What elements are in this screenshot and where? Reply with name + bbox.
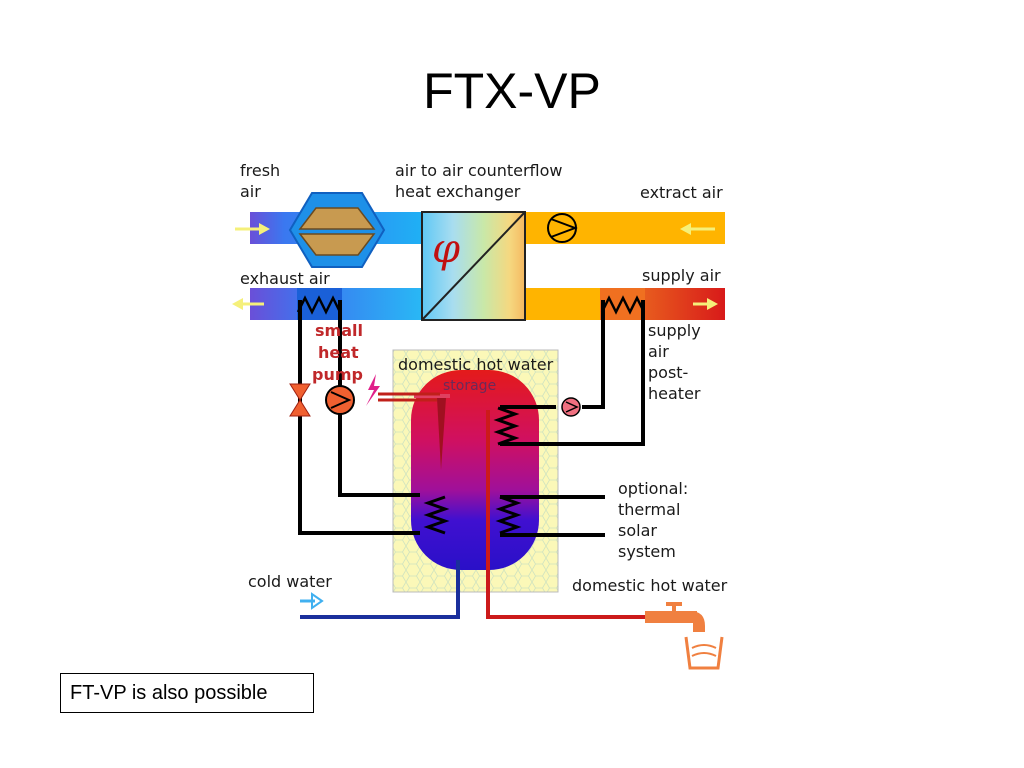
cold-water-pipe [300,560,460,619]
label-solar-system: thermal [618,500,680,519]
label-heat-exchanger: heat exchanger [395,182,521,201]
label-heat-pump: pump [312,365,363,384]
label-storage: domestic hot water [398,355,554,374]
heating-coil-icon [600,295,646,315]
label-solar-system: system [618,542,676,561]
heat-pump-compressor-icon [325,385,355,415]
label-heat-pump: heat [318,343,359,362]
slide-title: FTX-VP [423,63,601,119]
label-cold-water: cold water [248,572,332,591]
fan-icon [547,213,578,243]
supply-air-duct [525,288,600,320]
label-heat-exchanger: air to air counterflow [395,161,563,180]
exhaust-air-arrow [232,298,264,310]
label-solar-system: solar [618,521,657,540]
supply-air-arrow [693,298,718,310]
note-box: FT-VP is also possible [60,673,314,713]
label-solar-system: optional: [618,479,688,498]
label-post-heater: air [648,342,669,361]
label-heat-pump: small [315,321,363,340]
extract-air-arrow [680,223,715,235]
label-post-heater: post- [648,363,688,382]
label-fresh-air: fresh [240,161,280,180]
electric-heater-icon [366,374,440,406]
heating-coil-icon [493,406,520,446]
heating-coil-icon [423,495,450,535]
label-supply-air: supply air [642,266,721,285]
label-storage: storage [443,378,496,394]
expansion-valve-icon [289,383,311,417]
label-exhaust-air: exhaust air [240,269,330,288]
label-post-heater: supply [648,321,701,340]
circulation-pump-icon [561,397,581,417]
efficiency-symbol: φ [432,226,460,272]
label-post-heater: heater [648,384,701,403]
label-fresh-air: air [240,182,261,201]
heating-coil-icon [495,495,522,535]
domestic-hot-water-pipe [486,410,645,619]
heating-coil-icon [296,295,342,315]
cold-water-arrow [300,592,324,610]
fresh-air-arrow [235,223,270,235]
label-domestic-hot-water: domestic hot water [572,576,728,595]
label-extract-air: extract air [640,183,723,202]
water-tap-icon [645,602,724,670]
air-filter-icon [288,192,386,268]
